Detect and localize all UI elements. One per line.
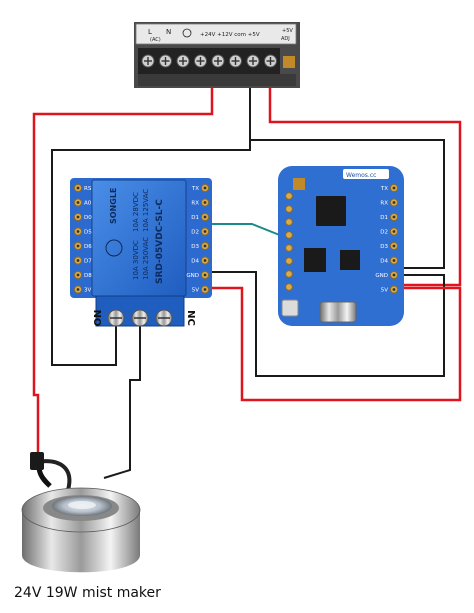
wire-relay-com-to-mist-maker [129,325,141,400]
relay-rating-3: 10A 30VDC [132,240,140,280]
ground-icon [182,28,192,38]
relay-brand: SONGLE [109,188,118,224]
psu-terminal-screw [264,54,277,68]
wemos-right-pin-label: RX [380,201,388,207]
psu-terminal-screw [159,54,172,68]
wemos-left-pin [285,244,293,252]
wemos-left-pin [285,270,293,278]
relay-right-pin-label: 5V [192,288,199,294]
wire-com-to-relay-no [51,72,251,366]
relay-right-pin-label: TX [191,186,199,192]
wemos-left-pin [285,257,293,265]
relay-left-pin-label: RST [84,186,95,192]
wemos-right-pin-label: TX [380,186,388,192]
wire-relay-gnd-to-wemos-gnd [212,271,445,377]
psu-label-ac: (AC) [150,37,161,43]
relay-right-pin-label: D3 [191,244,199,250]
wemos-left-pin [285,218,293,226]
psu-terminal-screw [141,54,155,68]
relay-right-pin-label: D1 [191,215,199,221]
relay-left-pin-label: A0 [84,201,92,207]
relay-right-pin-label: GND [186,273,199,279]
wire-5v-to-wemos-5v [268,72,462,287]
relay-terminal-no: NO [91,310,102,327]
wemos-left-pin [285,192,293,200]
wemos-right-pin-label: D3 [380,244,388,250]
psu-terminal-screw [229,54,242,68]
wemos-right-pin-label: D2 [380,230,388,236]
relay-terminal-block [95,295,185,327]
micro-usb-port [319,301,357,323]
esp-chip [316,196,346,226]
relay-right-pin-label: RX [191,201,199,207]
relay-right-pin-label: D4 [191,259,199,265]
wemos-pcb [278,166,404,326]
psu-label-adj: ADJ [281,36,290,42]
wire-24v-to-mist-maker [32,72,214,455]
wemos-right-pin-label: GND [375,273,388,279]
wire-com-to-wemos-gnd [250,139,445,269]
psu-terminal-screw [246,54,260,68]
usb-chip [340,250,360,270]
relay-left-pin-label: 3V3 [84,288,95,294]
relay-left-pin-label: D5 [84,230,92,236]
wire-relay-5v-to-wemos-5v [212,286,462,402]
relay-rating-2: 10A 125VAC [142,189,150,232]
relay-rating-4: 10A 28VDC [132,192,140,232]
antenna-connector [293,178,305,190]
wemos-right-pin-label: D1 [380,215,388,221]
relay-rating-1: 10A 250VAC [142,237,150,280]
flash-chip [304,248,326,272]
psu-label-strip [135,23,297,45]
relay-left-pin-label: D8 [84,273,92,279]
ce-mark-icon [105,239,123,257]
relay-model: SRD-05VDC-SL-C [155,199,165,284]
psu-terminal-screw [211,54,225,68]
wemos-left-pin [285,205,293,213]
wemos-left-header [285,192,293,291]
wemos-right-pin-label: D4 [380,259,388,265]
psu-label-plus5v: +5V [282,28,293,34]
psu-screw-terminals [138,48,280,74]
relay-left-pin-label: D7 [84,259,92,265]
psu-label-rail: +24V +12V com +5V [200,32,260,38]
relay-terminal-nc: NC [185,310,196,326]
psu-label-n: N [166,28,171,36]
diagram-caption: 24V 19W mist maker [14,585,161,601]
wemos-left-pin [285,283,293,291]
reset-button [281,299,299,317]
psu-terminal-screw [194,54,207,68]
wemos-right-pin-label: 5V [381,288,388,294]
songle-relay: SRD-05VDC-SL-C 10A 250VAC 10A 125VAC 10A… [91,179,187,297]
psu-terminal-screw [176,54,190,68]
relay-right-pin-label: D2 [191,230,199,236]
wemos-left-pin [285,231,293,239]
wires [32,72,462,479]
wemos-brand: Wemos.cc [346,172,376,179]
mist-maker [21,452,141,573]
psu-adjust-pot [283,56,295,68]
power-supply: L N (AC) +24V +12V com +5V +5V ADJ [134,22,300,88]
relay-left-pin-label: D6 [84,244,92,250]
psu-label-l: L [148,28,152,36]
wire-mist-maker-lead [103,400,131,479]
relay-left-pin-label: D0 [84,215,92,221]
